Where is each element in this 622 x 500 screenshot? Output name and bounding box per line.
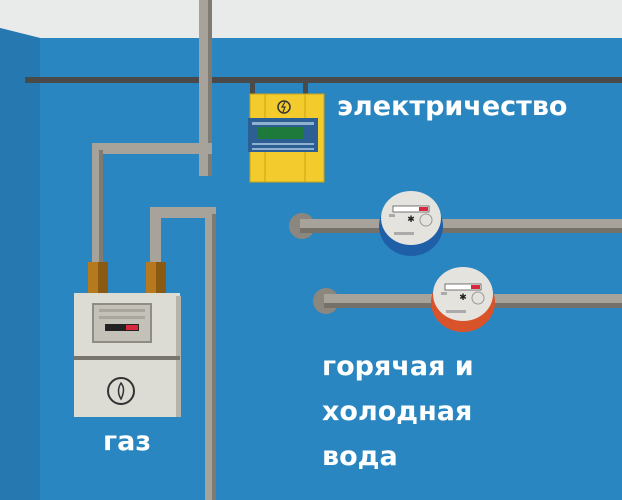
label-gas: газ bbox=[103, 426, 151, 457]
gas-meter bbox=[74, 293, 181, 417]
gas-pipe bbox=[88, 143, 216, 500]
svg-text:✱: ✱ bbox=[459, 293, 467, 303]
electric-display bbox=[258, 127, 304, 139]
svg-text:✱: ✱ bbox=[407, 215, 415, 225]
side-wall bbox=[0, 28, 40, 500]
label-water-line2: холодная bbox=[322, 396, 472, 427]
label-electricity: электричество bbox=[337, 91, 567, 122]
label-water-line1: горячая и bbox=[322, 351, 474, 382]
gas-counter bbox=[105, 324, 139, 331]
electric-meter bbox=[248, 93, 325, 183]
gauge-icon bbox=[419, 213, 433, 227]
cold-water-meter: ✱ bbox=[379, 191, 443, 256]
hot-water-meter: ✱ bbox=[431, 267, 495, 332]
electric-wire bbox=[25, 77, 622, 100]
flame-icon bbox=[107, 377, 135, 405]
lightning-icon bbox=[277, 100, 291, 114]
label-water-line3: вода bbox=[322, 441, 398, 472]
ceiling bbox=[0, 0, 622, 38]
gauge-icon bbox=[471, 291, 485, 305]
